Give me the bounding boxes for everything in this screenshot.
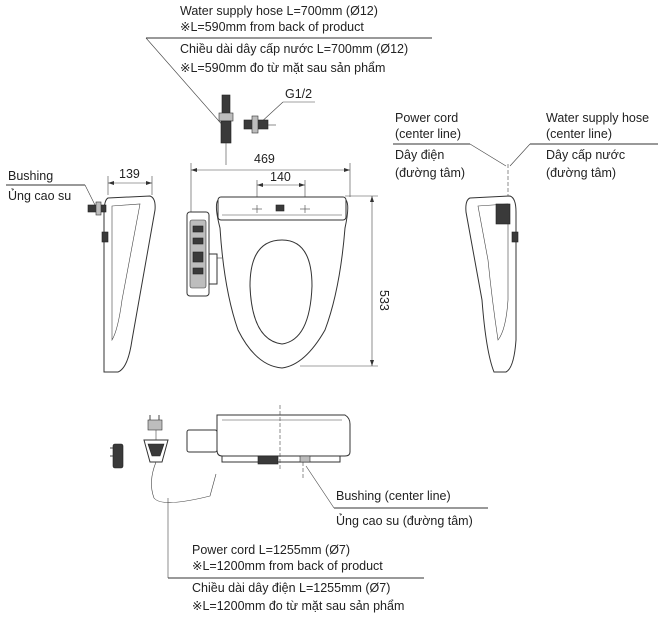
bottom-view: Bushing (center line) Ủng cao su (đường … <box>110 405 488 540</box>
water-hose-label-en-2: (center line) <box>546 127 612 141</box>
bottom-note-en-line2: ※L=1200mm from back of product <box>192 559 383 573</box>
top-note-vi-line1: Chiều dài dây cấp nước L=700mm (Ø12) <box>180 42 408 56</box>
water-fitting: G1/2 <box>218 87 315 165</box>
top-note-en-line1: Water supply hose L=700mm (Ø12) <box>180 4 378 18</box>
seat-opening <box>249 239 313 345</box>
bottom-note-vi-line1: Chiều dài dây điện L=1255mm (Ø7) <box>192 581 390 595</box>
water-hose-label-vi-2: (đường tâm) <box>546 166 616 180</box>
water-hose-leader <box>509 143 531 167</box>
front-view: 469 140 533 <box>186 152 391 369</box>
left-side-view: Bushing Ủng cao su 139 <box>6 167 156 373</box>
right-side-view: Power cord (center line) Dây điện (đường… <box>393 111 658 373</box>
power-cord-label-en-1: Power cord <box>395 111 458 125</box>
power-cord <box>151 461 217 503</box>
water-hose-label-en-1: Water supply hose <box>546 111 649 125</box>
top-note: Water supply hose L=700mm (Ø12) ※L=590mm… <box>145 4 432 129</box>
bottom-body <box>216 414 351 457</box>
bottom-note-en-line1: Power cord L=1255mm (Ø7) <box>192 543 350 557</box>
top-note-en-line2: ※L=590mm from back of product <box>180 20 364 34</box>
left-depth-dimension: 139 <box>119 167 140 181</box>
bottom-bushing-label-vi: Ủng cao su (đường tâm) <box>336 513 473 528</box>
bottom-bushing-label-en: Bushing (center line) <box>336 489 451 503</box>
left-bushing-leader <box>84 184 97 208</box>
front-height-dimension: 533 <box>377 290 391 311</box>
power-cord-label-vi-2: (đường tâm) <box>395 166 465 180</box>
front-width-dimension: 469 <box>254 152 275 166</box>
power-cord-label-en-2: (center line) <box>395 127 461 141</box>
power-cord-leader <box>469 143 507 167</box>
front-center-spacing-dimension: 140 <box>270 170 291 184</box>
top-note-leader <box>145 37 226 129</box>
bottom-note-vi-line2: ※L=1200mm đo từ mặt sau sản phẩm <box>192 599 404 613</box>
power-cord-label-vi-1: Dây điện <box>395 148 444 162</box>
water-hose-label-vi-1: Dây cấp nước <box>546 148 625 162</box>
bottom-note: Power cord L=1255mm (Ø7) ※L=1200mm from … <box>167 540 424 613</box>
top-note-vi-line2: ※L=590mm đo từ mặt sau sản phẩm <box>180 61 385 75</box>
left-bushing-label-vi: Ủng cao su <box>8 188 71 203</box>
bottom-bushing-leader <box>305 465 335 509</box>
left-bushing-label-en: Bushing <box>8 169 53 183</box>
fitting-label: G1/2 <box>285 87 312 101</box>
